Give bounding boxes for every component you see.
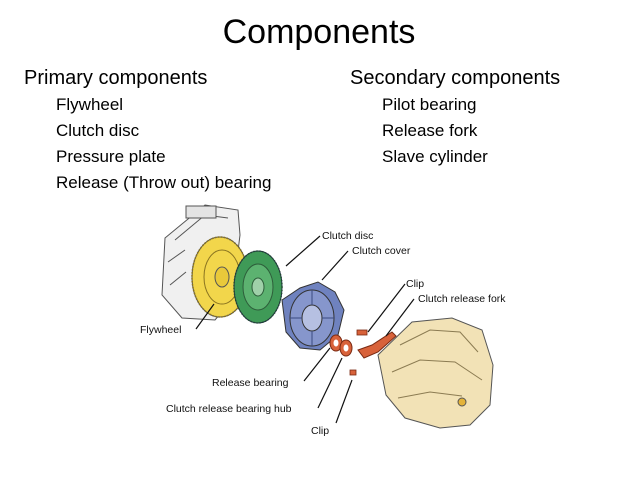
- clutch-cover-part: [281, 281, 345, 351]
- clutch-exploded-diagram: Clutch disc Clutch cover Clip Clutch rel…: [140, 204, 506, 437]
- label-clutch-release-bearing-hub: Clutch release bearing hub: [166, 403, 292, 415]
- top-clip-part: [356, 329, 368, 336]
- flywheel-part: [191, 236, 249, 318]
- clutch-housing: [377, 317, 494, 429]
- label-clip-top: Clip: [406, 278, 424, 290]
- primary-item-pressure-plate: Pressure plate: [56, 147, 166, 166]
- primary-components-heading: Primary components: [24, 67, 208, 89]
- release-bearing-parts: [329, 329, 368, 376]
- label-clip-bottom: Clip: [311, 425, 329, 437]
- release-fork-arm: [357, 331, 397, 359]
- slide-title: Components: [222, 13, 416, 51]
- clutch-disc-part: [233, 250, 283, 324]
- bottom-clip-part: [349, 369, 357, 376]
- label-flywheel: Flywheel: [140, 324, 181, 336]
- primary-item-release-bearing: Release (Throw out) bearing: [56, 173, 272, 192]
- secondary-components-heading: Secondary components: [350, 67, 561, 89]
- secondary-item-pilot-bearing: Pilot bearing: [382, 95, 477, 114]
- primary-item-clutch-disc: Clutch disc: [56, 121, 140, 140]
- label-release-bearing: Release bearing: [212, 377, 289, 389]
- label-clutch-disc: Clutch disc: [322, 230, 373, 242]
- label-clutch-release-fork: Clutch release fork: [418, 293, 506, 305]
- secondary-item-release-fork: Release fork: [382, 121, 478, 140]
- secondary-item-slave-cylinder: Slave cylinder: [382, 147, 488, 166]
- primary-item-flywheel: Flywheel: [56, 95, 124, 114]
- release-fork-part: [357, 331, 397, 359]
- leader-lines: [195, 235, 415, 424]
- label-clutch-cover: Clutch cover: [352, 245, 411, 257]
- housing-body: [377, 317, 494, 429]
